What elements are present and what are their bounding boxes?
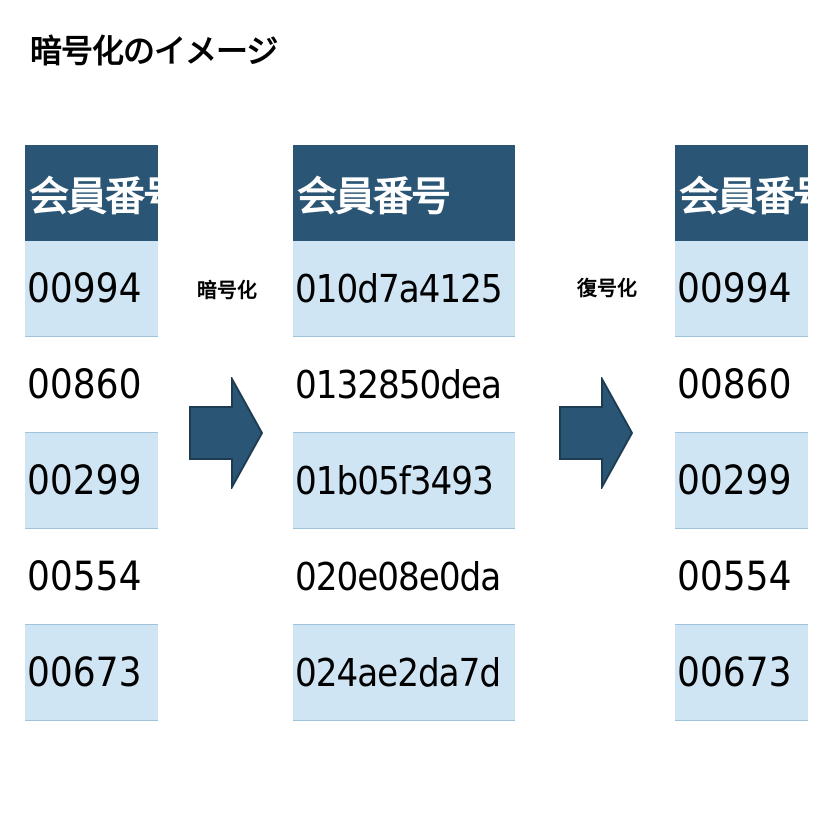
encrypted-row: 010d7a4125	[293, 241, 515, 337]
original-row: 00554	[25, 529, 158, 625]
encrypted-table: 会員番号 010d7a4125 0132850dea 01b05f3493 02…	[293, 145, 515, 721]
encrypted-table-header: 会員番号	[293, 145, 515, 241]
decrypted-row: 00994	[675, 241, 808, 337]
original-row: 00299	[25, 433, 158, 529]
encrypt-label: 暗号化	[197, 278, 257, 302]
encrypted-row: 020e08e0da	[293, 529, 515, 625]
original-row: 00860	[25, 337, 158, 433]
original-row: 00994	[25, 241, 158, 337]
decrypted-row: 00860	[675, 337, 808, 433]
decrypted-row: 00299	[675, 433, 808, 529]
original-table-header: 会員番号	[25, 145, 183, 241]
decrypted-table: 会員番号 00994 00860 00299 00554 00673	[675, 145, 833, 721]
decrypted-row: 00673	[675, 625, 808, 721]
encrypted-row: 0132850dea	[293, 337, 515, 433]
encrypted-row: 01b05f3493	[293, 433, 515, 529]
decrypt-label: 復号化	[577, 276, 637, 300]
decrypted-table-header: 会員番号	[675, 145, 833, 241]
decrypted-row: 00554	[675, 529, 808, 625]
diagram-title: 暗号化のイメージ	[30, 32, 278, 70]
decrypt-arrow-icon	[559, 377, 634, 489]
original-row: 00673	[25, 625, 158, 721]
encrypt-arrow-icon	[189, 377, 264, 489]
encrypted-row: 024ae2da7d	[293, 625, 515, 721]
original-table: 会員番号 00994 00860 00299 00554 00673	[25, 145, 183, 721]
